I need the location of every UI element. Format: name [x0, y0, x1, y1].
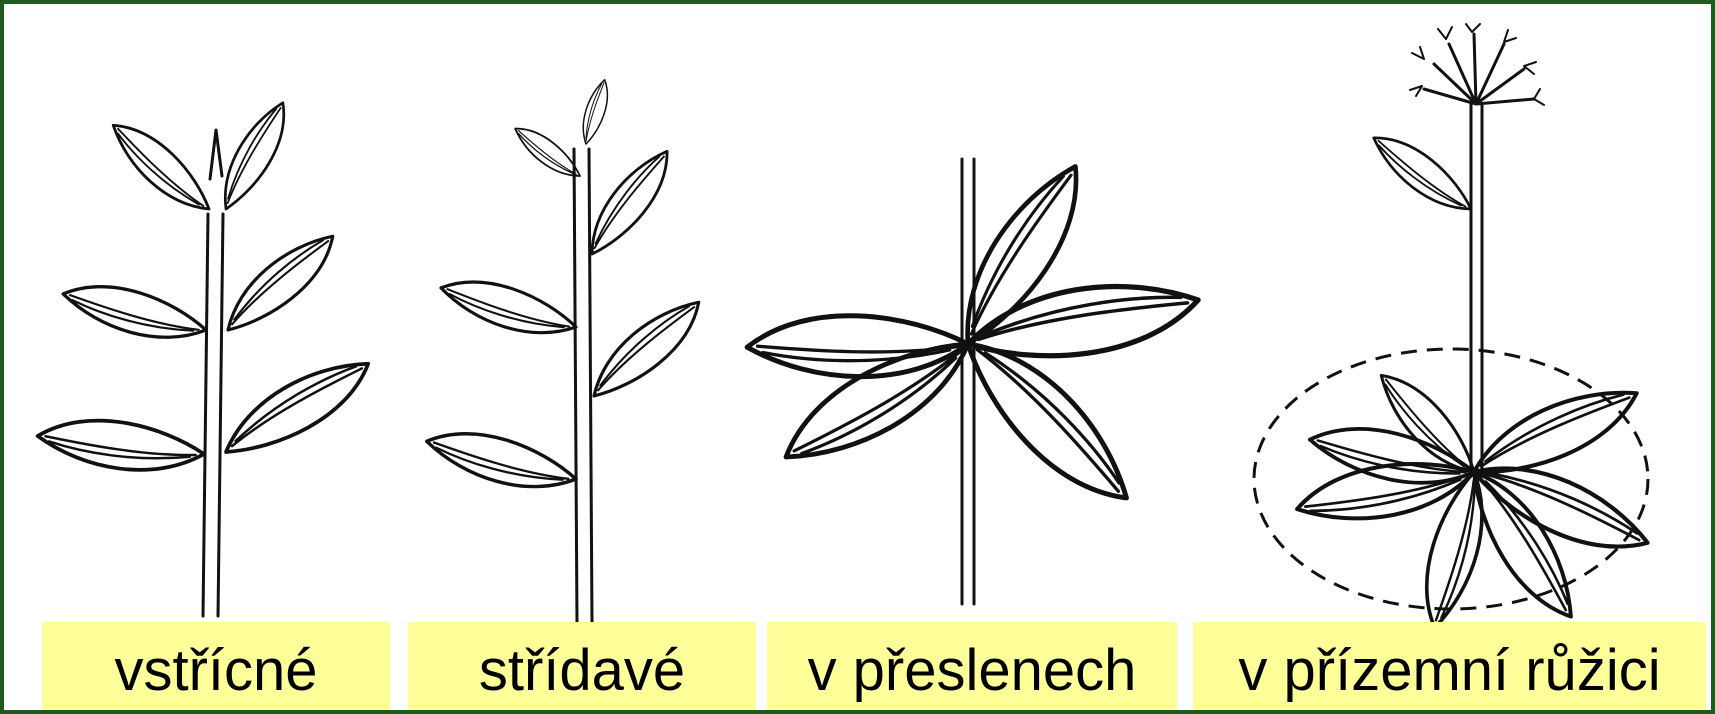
stem-alternate	[574, 149, 592, 622]
leaf	[210, 231, 351, 334]
leaf	[424, 404, 579, 517]
label-opposite: vstřícné	[42, 622, 390, 714]
label-whorled: v přeslenech	[767, 622, 1177, 714]
leaf	[1370, 117, 1474, 231]
leaf	[438, 255, 578, 361]
leaf	[109, 105, 212, 229]
leaf	[768, 337, 987, 465]
label-alternate: střídavé	[408, 622, 756, 714]
leaf	[569, 147, 689, 257]
leaf	[513, 115, 582, 191]
leaf	[60, 258, 208, 366]
leaf	[35, 393, 206, 498]
bud	[210, 130, 222, 179]
leaf	[1377, 357, 1478, 491]
plant-alternate	[424, 78, 717, 622]
stem-whorled	[962, 159, 974, 604]
leaf	[576, 297, 717, 400]
stem-opposite	[203, 214, 223, 616]
leaf	[570, 78, 621, 145]
plant-opposite	[35, 99, 382, 616]
leaf	[212, 357, 383, 457]
leaf-arrangement-illustrations	[4, 4, 1715, 714]
label-rosette: v přízemní růžici	[1193, 622, 1706, 714]
leaf	[201, 99, 307, 211]
leaf	[962, 311, 1134, 530]
flower-cluster	[1410, 24, 1544, 105]
leaf	[1463, 386, 1646, 478]
plant-whorled	[745, 159, 1199, 604]
stem-rosette	[1471, 104, 1482, 472]
plant-rosette	[1254, 24, 1652, 633]
